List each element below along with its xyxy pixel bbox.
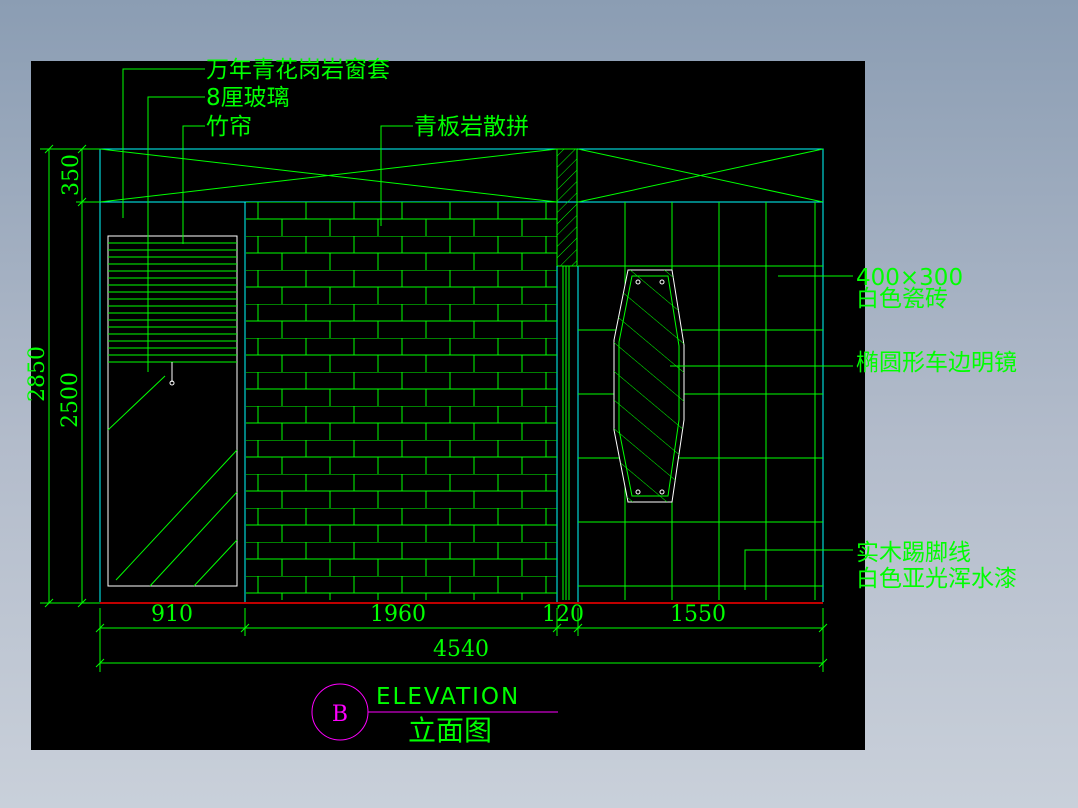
dim-wall-height: 2500 xyxy=(58,372,83,428)
glass-reflection-lines xyxy=(107,375,238,587)
title-block: B ELEVATION 立面图 xyxy=(311,683,558,747)
bevelled-mirror xyxy=(613,269,685,503)
label-window-frame: 万年青花岗岩窗套 xyxy=(206,57,390,83)
label-paint: 白色亚光浑水漆 xyxy=(856,566,1017,592)
tile-grid xyxy=(578,202,823,600)
horizontal-dimension-lines xyxy=(95,608,828,672)
window-unit xyxy=(107,235,238,587)
dim-seg2: 1960 xyxy=(370,602,426,627)
dim-total-width: 4540 xyxy=(433,637,489,662)
label-tile-desc: 白色瓷砖 xyxy=(856,286,948,312)
dim-seg4: 1550 xyxy=(670,602,726,627)
title-chinese: 立面图 xyxy=(408,714,492,747)
dim-seg1: 910 xyxy=(151,602,193,627)
dim-top-band: 350 xyxy=(59,154,84,196)
label-glass: 8厘玻璃 xyxy=(206,85,290,111)
label-slate-wall: 青板岩散拼 xyxy=(414,114,529,140)
title-marker: B xyxy=(332,702,348,727)
label-tile-size: 400×300 xyxy=(856,265,963,291)
label-mirror: 椭圆形车边明镜 xyxy=(856,350,1017,376)
slate-brick-wall xyxy=(246,202,557,600)
label-bamboo-blind: 竹帘 xyxy=(206,114,252,140)
vertical-dimension-lines xyxy=(40,144,100,608)
label-skirting: 实木踢脚线 xyxy=(856,540,971,566)
dim-seg3: 120 xyxy=(542,602,584,627)
leader-lines xyxy=(122,68,853,590)
title-english: ELEVATION xyxy=(376,684,520,710)
bamboo-blind xyxy=(108,242,237,363)
dim-total-height: 2850 xyxy=(25,346,50,402)
